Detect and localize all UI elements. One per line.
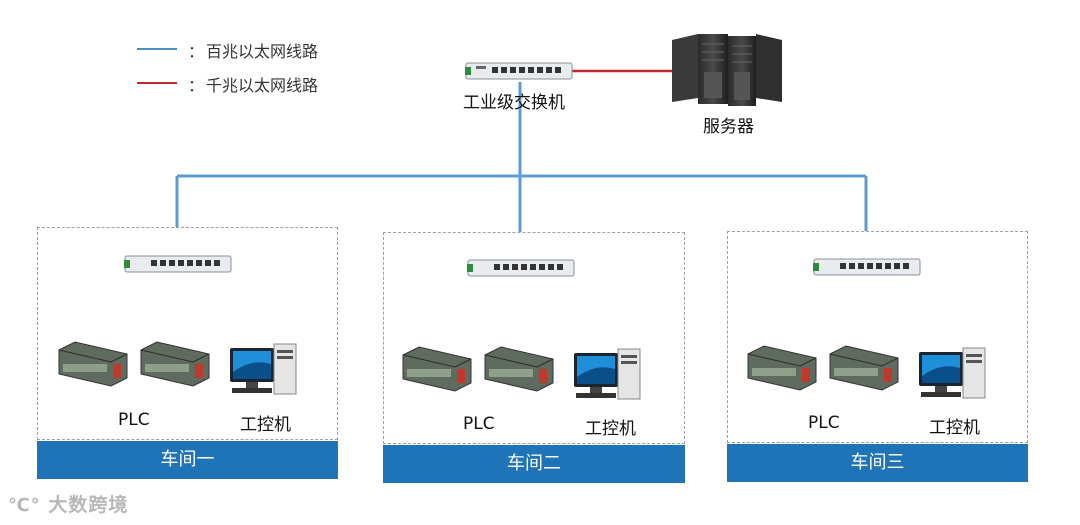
workshop-1-pc-icon xyxy=(230,343,297,395)
workshop-3-switch-icon xyxy=(813,258,921,276)
workshop-3-pc-label: 工控机 xyxy=(929,418,980,438)
workshop-2-pc-icon xyxy=(574,348,641,400)
workshop-3-plc-icon-1 xyxy=(747,345,817,391)
core-switch-label: 工业级交换机 xyxy=(463,93,565,113)
watermark-logo-icon: ℃° xyxy=(8,495,41,516)
workshop-2-switch-icon xyxy=(467,259,575,277)
workshop-1-plc-label: PLC xyxy=(118,410,150,430)
legend-line-fast xyxy=(137,48,177,50)
workshop-2-plc-icon-2 xyxy=(484,346,554,392)
workshop-1-pc-label: 工控机 xyxy=(240,415,291,435)
legend-separator-gigabit: ： xyxy=(188,76,205,95)
workshop-3-plc-label: PLC xyxy=(808,413,840,433)
legend-separator-fast: ： xyxy=(188,42,205,61)
workshop-3-pc-icon xyxy=(919,347,986,399)
workshop-3-plc-icon-2 xyxy=(829,345,899,391)
workshop-1-plc-icon-1 xyxy=(58,341,128,387)
core-switch-icon xyxy=(465,62,573,80)
watermark: ℃° 大数跨境 xyxy=(8,490,128,517)
workshop-1-title: 车间一 xyxy=(37,441,338,479)
watermark-text: 大数跨境 xyxy=(48,494,129,516)
workshop-2-plc-label: PLC xyxy=(463,414,495,434)
legend-label-gigabit: 千兆以太网线路 xyxy=(206,76,319,95)
workshop-2-plc-icon-1 xyxy=(402,346,472,392)
server-label: 服务器 xyxy=(703,117,754,137)
workshop-2-title: 车间二 xyxy=(383,445,685,483)
workshop-1-switch-icon xyxy=(124,255,232,273)
legend-line-gigabit xyxy=(137,82,177,84)
server-rack-icon xyxy=(672,34,782,106)
workshop-2-pc-label: 工控机 xyxy=(585,419,636,439)
legend-label-fast: 百兆以太网线路 xyxy=(206,42,319,61)
workshop-1-plc-icon-2 xyxy=(140,341,210,387)
workshop-3-title: 车间三 xyxy=(727,444,1028,482)
